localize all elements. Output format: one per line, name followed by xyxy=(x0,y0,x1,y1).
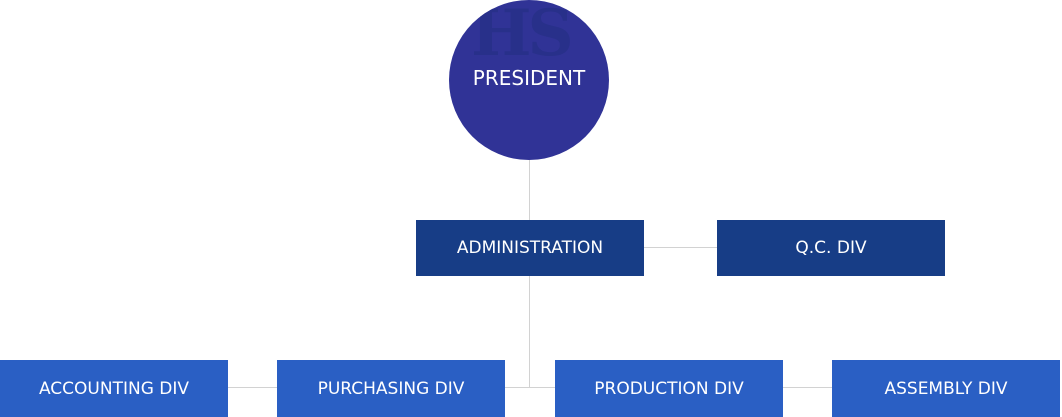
accounting-div-node: ACCOUNTING DIV xyxy=(0,360,228,417)
qc-div-node: Q.C. DIV xyxy=(717,220,945,276)
division-label: ACCOUNTING DIV xyxy=(38,378,190,399)
connector-president-admin xyxy=(529,160,530,220)
assembly-div-node: ASSEMBLY DIV xyxy=(832,360,1060,417)
connector-admin-divisions xyxy=(529,276,530,387)
administration-label: ADMINISTRATION xyxy=(456,238,604,258)
connector-admin-qc xyxy=(644,247,717,248)
president-label: PRESIDENT xyxy=(472,66,586,90)
administration-node: ADMINISTRATION xyxy=(416,220,644,276)
president-node: HS PRESIDENT xyxy=(449,0,609,160)
qc-div-label: Q.C. DIV xyxy=(795,238,867,258)
division-label: PRODUCTION DIV xyxy=(594,378,744,399)
production-div-node: PRODUCTION DIV xyxy=(555,360,783,417)
purchasing-div-node: PURCHASING DIV xyxy=(277,360,505,417)
division-label: PURCHASING DIV xyxy=(317,378,465,399)
division-label: ASSEMBLY DIV xyxy=(884,378,1008,399)
company-logo-watermark: HS xyxy=(471,0,574,71)
connector-divisions xyxy=(228,387,832,388)
